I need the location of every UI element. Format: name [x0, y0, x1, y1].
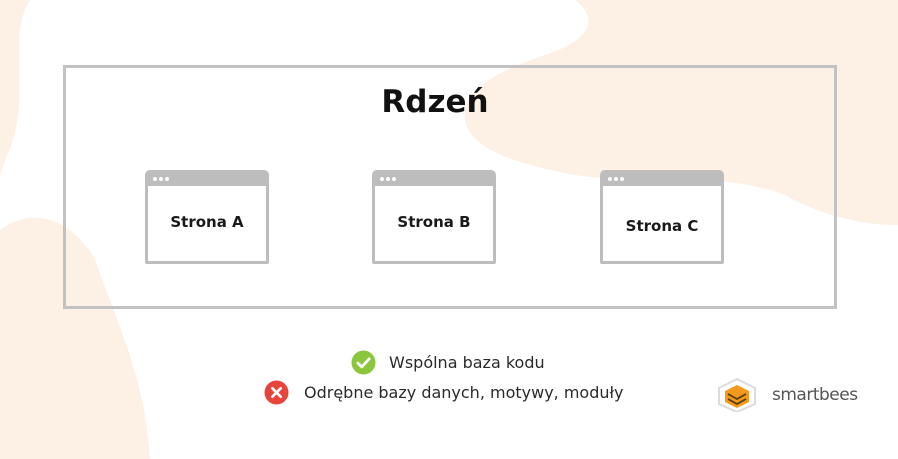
window-dot [392, 177, 396, 181]
core-frame [63, 65, 837, 309]
window-titlebar [148, 173, 266, 186]
check-circle-icon [351, 350, 376, 375]
site-label-a: Strona A [170, 213, 244, 231]
window-dot [159, 177, 163, 181]
cross-circle-icon [264, 380, 289, 405]
site-window-b: Strona B [372, 170, 496, 264]
window-titlebar [603, 173, 721, 186]
window-dot [614, 177, 618, 181]
site-label-c: Strona C [625, 217, 699, 235]
site-window-c: Strona C [600, 170, 724, 264]
core-title: Rdzeń [381, 84, 489, 120]
window-dot [380, 177, 384, 181]
legend-item-separate-data: Odrębne bazy danych, motywy, moduły [264, 380, 624, 405]
window-titlebar [375, 173, 493, 186]
window-dot [165, 177, 169, 181]
window-dot [608, 177, 612, 181]
window-dot [386, 177, 390, 181]
smartbees-logo-icon [718, 378, 756, 412]
site-label-b: Strona B [397, 213, 471, 231]
window-dot [620, 177, 624, 181]
brand-name: smartbees [772, 385, 858, 405]
right-blob [464, 0, 898, 225]
window-dot [153, 177, 157, 181]
brand: smartbees [716, 378, 858, 412]
site-window-a: Strona A [145, 170, 269, 264]
left-blob [0, 0, 150, 459]
legend-text: Odrębne bazy danych, motywy, moduły [304, 383, 624, 402]
legend-item-shared-code: Wspólna baza kodu [351, 350, 545, 375]
legend-text: Wspólna baza kodu [389, 353, 545, 372]
